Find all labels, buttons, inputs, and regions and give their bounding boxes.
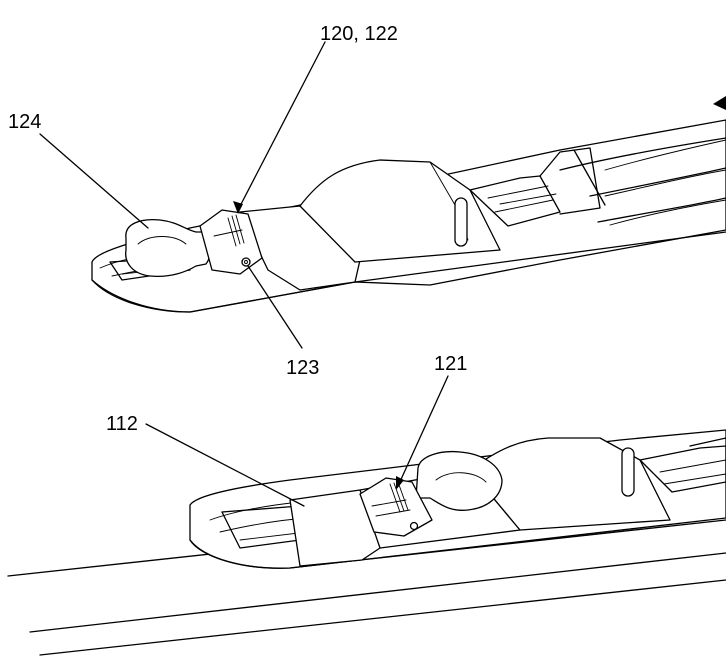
lower-instrument: [7, 429, 726, 656]
leader-lines-top: [39, 41, 326, 349]
label-112: 112: [106, 413, 138, 435]
label-120-122: 120, 122: [320, 23, 398, 45]
label-124: 124: [8, 111, 41, 133]
upper-instrument: [91, 96, 726, 313]
label-121: 121: [434, 353, 467, 375]
label-123: 123: [286, 357, 319, 379]
leader-lines-bottom: [145, 375, 449, 507]
